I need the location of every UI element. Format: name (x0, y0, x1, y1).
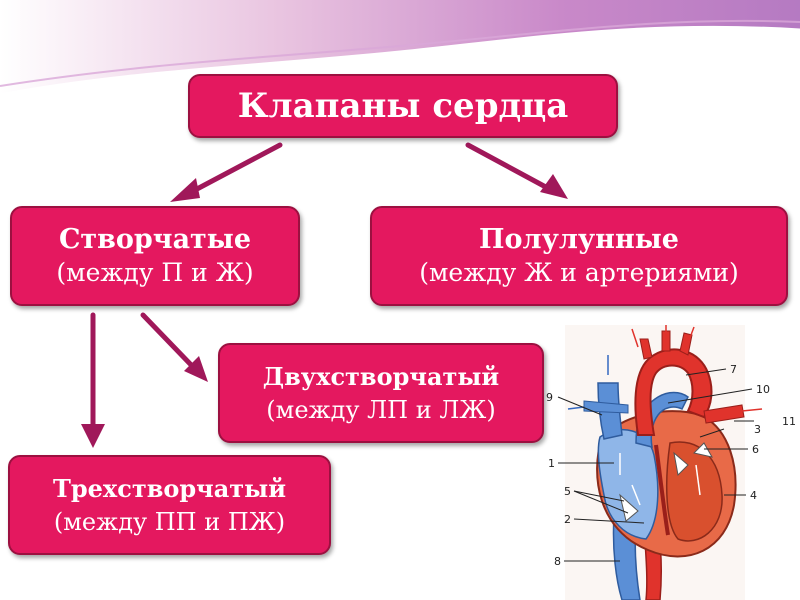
semilunar-valves-subtitle: (между Ж и артериями) (419, 257, 739, 289)
bicuspid-valve-title: Двухстворчатый (263, 360, 499, 394)
tricuspid-valve-subtitle: (между ПП и ПЖ) (54, 506, 285, 538)
heart-label-4: 4 (750, 489, 757, 502)
heart-label-8: 8 (554, 555, 561, 568)
heart-anatomy-illustration: 1 2 3 4 5 6 7 8 9 10 11 (528, 325, 800, 600)
arrow-leaflet-to-bicuspid (143, 315, 196, 370)
heart-label-9: 9 (546, 391, 553, 404)
heart-label-6: 6 (752, 443, 759, 456)
bicuspid-valve-subtitle: (между ЛП и ЛЖ) (266, 394, 495, 426)
valves-root-box: Клапаны сердца (188, 74, 618, 138)
arrow-root-to-leaflet (180, 145, 280, 198)
leaflet-valves-box: Створчатые (между П и Ж) (10, 206, 300, 306)
valves-root-title: Клапаны сердца (238, 89, 569, 123)
arrow-root-to-semilunar (468, 145, 555, 192)
heart-label-1: 1 (548, 457, 555, 470)
heart-label-10: 10 (756, 383, 770, 396)
heart-label-11: 11 (782, 415, 796, 428)
heart-label-3: 3 (754, 423, 761, 436)
heart-label-7: 7 (730, 363, 737, 376)
heart-label-5: 5 (564, 485, 571, 498)
heart-label-2: 2 (564, 513, 571, 526)
leaflet-valves-subtitle: (между П и Ж) (56, 257, 253, 289)
tricuspid-valve-box: Трехстворчатый (между ПП и ПЖ) (8, 455, 331, 555)
leaflet-valves-title: Створчатые (59, 223, 251, 257)
semilunar-valves-box: Полулунные (между Ж и артериями) (370, 206, 788, 306)
tricuspid-valve-title: Трехстворчатый (53, 472, 286, 506)
semilunar-valves-title: Полулунные (479, 223, 679, 257)
bicuspid-valve-box: Двухстворчатый (между ЛП и ЛЖ) (218, 343, 544, 443)
